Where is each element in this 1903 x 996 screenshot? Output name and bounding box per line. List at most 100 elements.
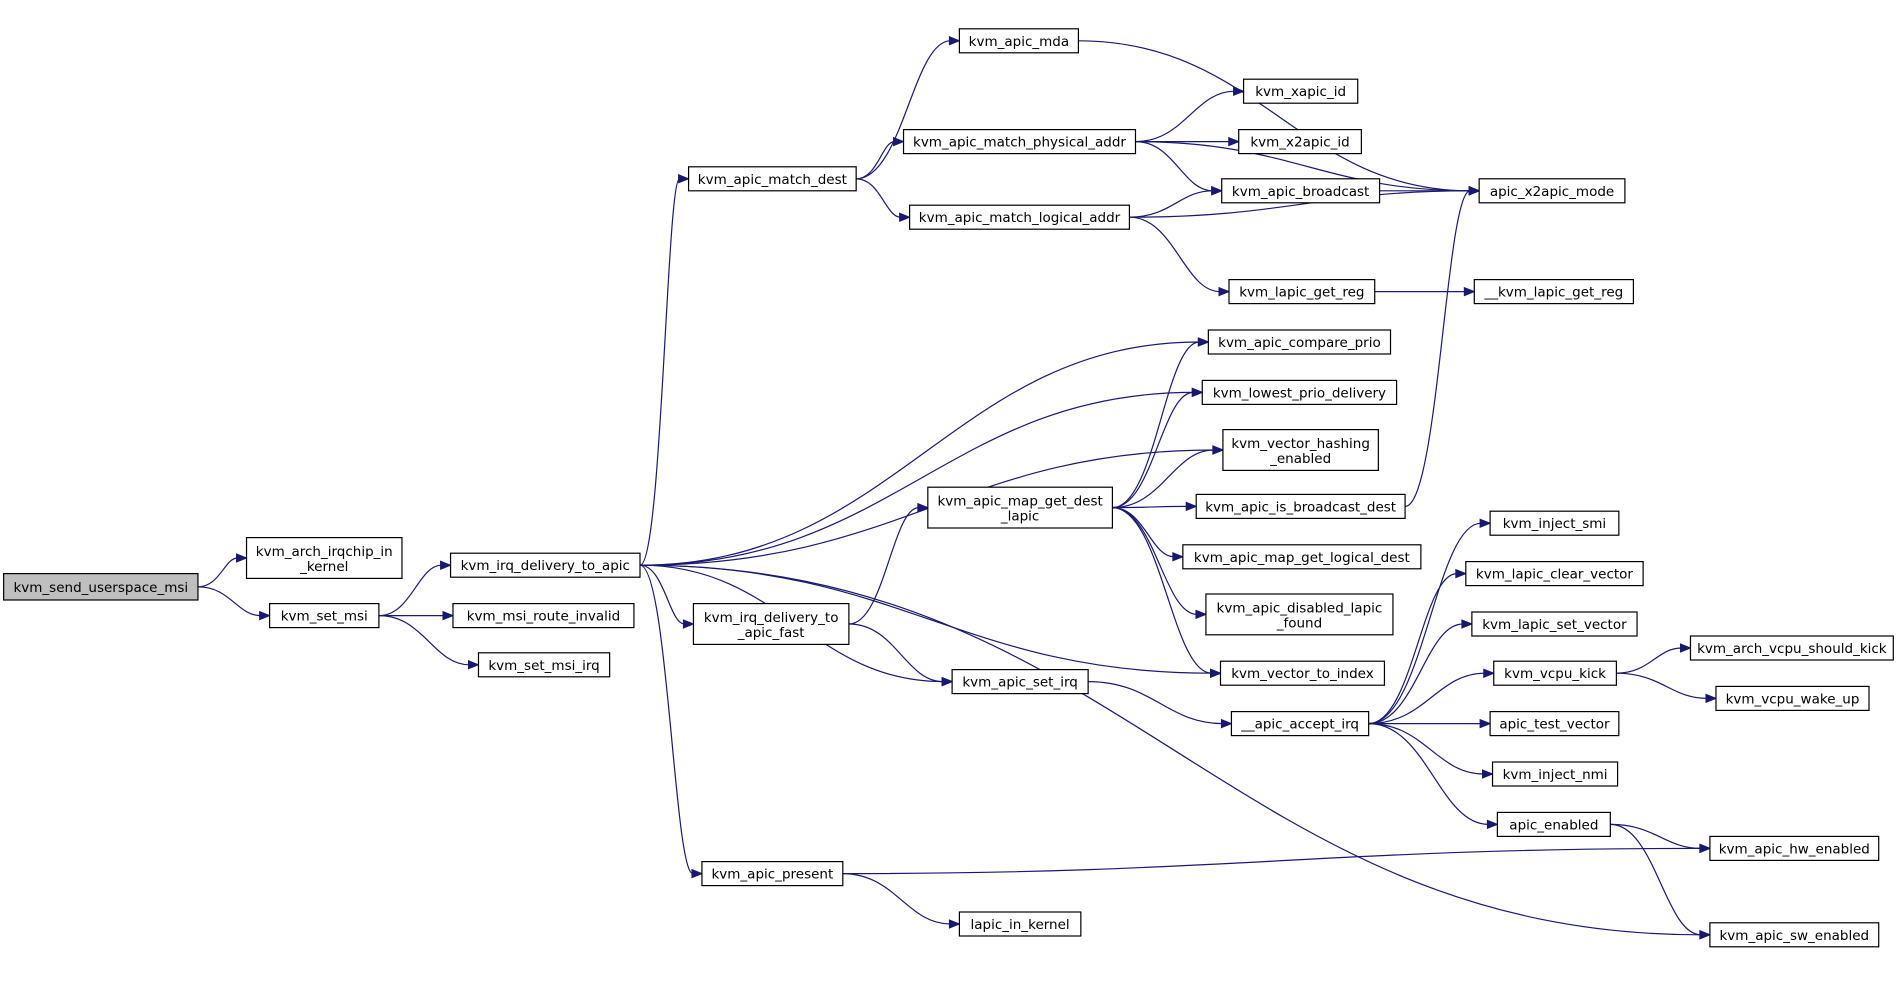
edge-arrowhead [1482,769,1494,779]
function-node-matchdest[interactable]: kvm_apic_match_dest [687,166,857,192]
node-label: kvm_apic_hw_enabled [1719,841,1870,857]
node-box [1205,593,1394,636]
edge-line [1404,190,1471,507]
function-node-bcast[interactable]: kvm_apic_broadcast [1221,178,1381,204]
function-node-physaddr[interactable]: kvm_apic_match_physical_addr [902,129,1137,155]
node-box [958,911,1082,937]
node-box [1238,129,1362,155]
node-box [701,860,844,887]
edge-arrowhead [440,560,452,570]
function-node-x2apicid[interactable]: kvm_x2apic_id [1238,129,1362,155]
node-box [687,166,857,192]
function-node-routeinv[interactable]: kvm_msi_route_invalid [452,602,635,629]
edge-accept-to-setvec [1368,619,1474,725]
function-node-mapdest[interactable]: kvm_apic_map_get_dest_lapic [927,486,1114,529]
function-node-swen[interactable]: kvm_apic_sw_enabled [1709,922,1880,948]
edge-line [1112,391,1194,509]
function-node-logaddr[interactable]: kvm_apic_match_logical_addr [909,204,1131,230]
function-node-hashing[interactable]: kvm_vector_hashing_enabled [1222,429,1379,472]
function-node-arch[interactable]: kvm_arch_irqchip_in_kernel [245,536,403,579]
node-box [452,602,635,629]
function-node-maplog[interactable]: kvm_apic_map_get_logical_dest [1182,544,1422,570]
function-node-setmsiirq[interactable]: kvm_set_msi_irq [477,652,611,678]
edge-deliv-to-fast [639,564,695,629]
node-label: __apic_accept_irq [1240,717,1359,733]
edge-arrowhead [1705,693,1718,704]
edge-arrowhead [899,212,911,222]
function-node-disabled[interactable]: kvm_apic_disabled_lapic_found [1205,593,1394,636]
node-label: kvm_x2apic_id [1250,135,1349,151]
function-node-fast[interactable]: kvm_irq_delivery_to_apic_fast [692,602,850,645]
node-box [1689,635,1894,661]
node-label: apic_test_vector [1499,717,1610,733]
function-node-testvec[interactable]: apic_test_vector [1489,710,1620,737]
node-label: kvm_apic_map_get_dest [937,494,1102,510]
node-box [449,552,641,578]
function-node-vecidx[interactable]: kvm_vector_to_index [1219,660,1386,686]
edge-arrowhead [442,610,455,621]
edge-logaddr-to-getreg [1129,216,1231,297]
function-node-kick[interactable]: kvm_vcpu_kick [1493,660,1617,686]
function-node-getreg2[interactable]: __kvm_lapic_get_reg [1473,279,1634,305]
function-node-setvec[interactable]: kvm_lapic_set_vector [1471,611,1638,637]
function-node-accept[interactable]: __apic_accept_irq [1230,710,1370,737]
function-node-compare[interactable]: kvm_apic_compare_prio [1207,329,1392,355]
function-node-isbcast[interactable]: kvm_apic_is_broadcast_dest [1195,493,1406,519]
function-node-present[interactable]: kvm_apic_present [701,860,844,887]
edge-logaddr-to-bcast [1129,186,1224,218]
node-label: kvm_apic_is_broadcast_dest [1205,499,1396,515]
function-node-getreg[interactable]: kvm_lapic_get_reg [1228,279,1376,305]
function-node-hwen[interactable]: kvm_apic_hw_enabled [1709,835,1880,862]
edge-line [1616,647,1682,674]
function-node-setirq[interactable]: kvm_apic_set_irq [951,668,1089,695]
node-label: kvm_vector_to_index [1231,666,1374,682]
node-label: _lapic [1000,509,1040,525]
function-node-x2mode[interactable]: apic_x2apic_mode [1478,178,1626,204]
edge-line [1088,681,1223,725]
function-node-lapicin[interactable]: lapic_in_kernel [958,911,1082,937]
edge-line [1129,190,1471,218]
node-label: kvm_inject_nmi [1503,767,1608,783]
function-node-shouldkick[interactable]: kvm_arch_vcpu_should_kick [1689,635,1894,661]
function-node-wakeup[interactable]: kvm_vcpu_wake_up [1715,685,1870,712]
edge-line [1368,672,1485,725]
node-label: kvm_send_userspace_msi [13,580,188,596]
function-node-enabled[interactable]: apic_enabled [1496,811,1611,838]
edge-mapdest-to-maplog [1112,507,1185,562]
function-node-injsmi[interactable]: kvm_inject_smi [1489,510,1620,536]
edge-arrowhead [1463,286,1476,297]
node-box [1473,279,1634,305]
function-node-send[interactable]: kvm_send_userspace_msi [3,572,199,601]
function-node-clrvec[interactable]: kvm_lapic_clear_vector [1465,560,1644,587]
edge-line [1368,723,1489,825]
edge-present-to-lapicin [842,873,961,929]
edge-line [1135,90,1235,143]
edge-arrowhead [1233,86,1245,96]
node-box [1471,611,1638,637]
function-node-injnmi[interactable]: kvm_inject_nmi [1491,761,1619,787]
edge-matchdest-to-mda [856,36,961,180]
edge-deliv-to-lowest [640,387,1204,566]
node-label: kvm_msi_route_invalid [467,609,620,625]
edge-getreg-to-getreg2 [1374,286,1476,297]
node-box [1207,329,1392,355]
edge-arrowhead [917,502,930,513]
function-node-deliv[interactable]: kvm_irq_delivery_to_apic [449,552,641,578]
node-label: kvm_vcpu_wake_up [1726,691,1860,707]
edge-mda-to-x2mode [1078,40,1481,196]
node-box [1219,660,1386,686]
function-node-setmsi[interactable]: kvm_set_msi [269,602,380,629]
function-node-lowest[interactable]: kvm_lowest_prio_delivery [1201,379,1398,405]
edge-line [1616,672,1707,699]
node-box [1201,379,1398,405]
node-label: kvm_apic_set_irq [962,675,1078,691]
edge-mapdest-to-lowest [1112,387,1204,509]
node-label: kvm_apic_disabled_lapic [1217,600,1383,616]
node-box [1709,922,1880,948]
edge-line [378,615,470,666]
edge-line [1129,190,1213,218]
function-node-mda[interactable]: kvm_apic_mda [958,28,1080,54]
edge-line [842,873,951,925]
function-node-xapicid[interactable]: kvm_xapic_id [1242,78,1359,104]
edge-arrowhead [941,676,954,687]
